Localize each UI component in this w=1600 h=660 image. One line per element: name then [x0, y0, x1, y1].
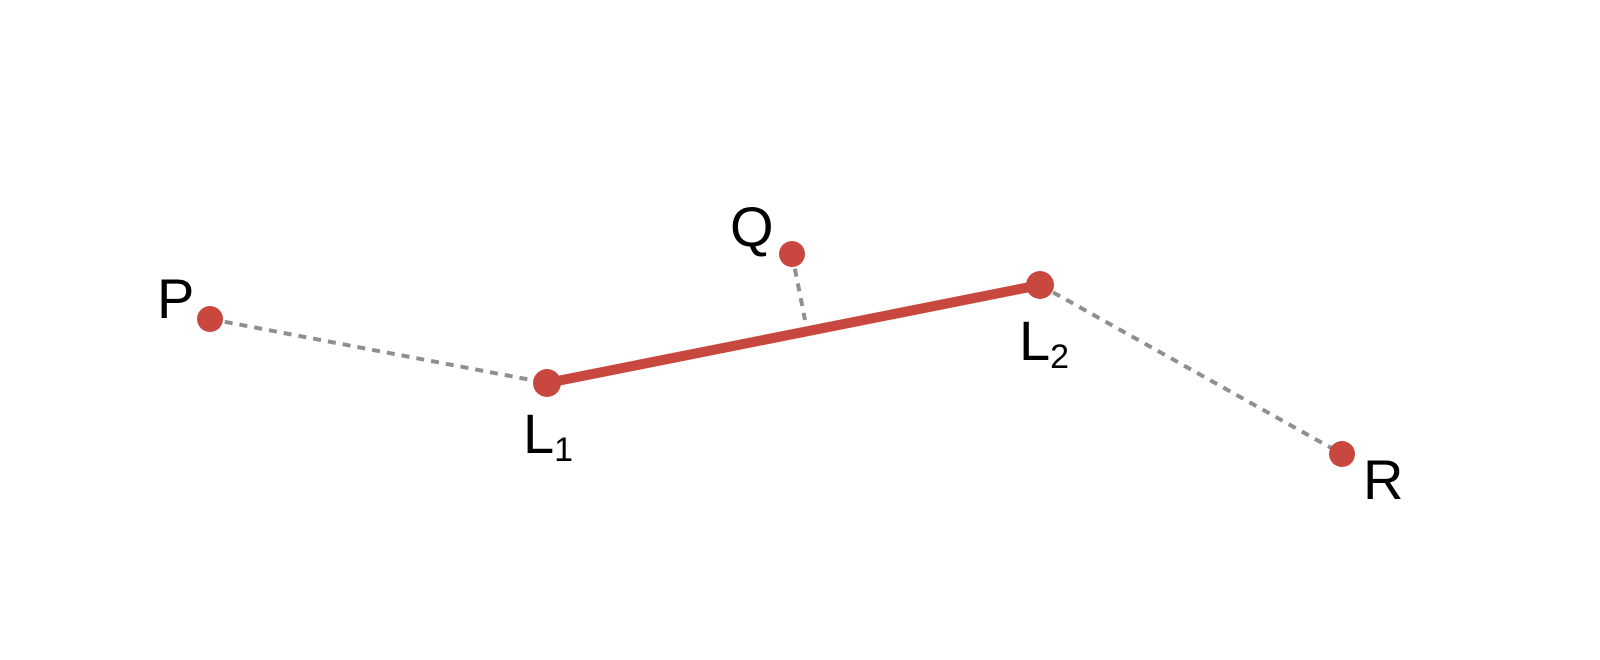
dashed-line-r-to-l2 [1039, 283, 1343, 456]
label-l1: L1 [523, 402, 573, 469]
point-l1 [533, 369, 561, 397]
point-r [1329, 441, 1355, 467]
label-l2-subscript: 2 [1050, 338, 1069, 376]
label-l1-subscript: 1 [554, 431, 573, 469]
point-q [779, 241, 805, 267]
point-l2 [1026, 271, 1054, 299]
label-p: P [157, 267, 194, 330]
point-p [197, 306, 223, 332]
segment-l1-l2 [542, 280, 1045, 388]
label-q: Q [730, 195, 774, 258]
dashed-line-p-to-l1 [209, 317, 548, 385]
label-r: R [1363, 448, 1403, 511]
dashed-line-q-to-segment [790, 253, 807, 321]
label-l2: L2 [1019, 309, 1069, 376]
